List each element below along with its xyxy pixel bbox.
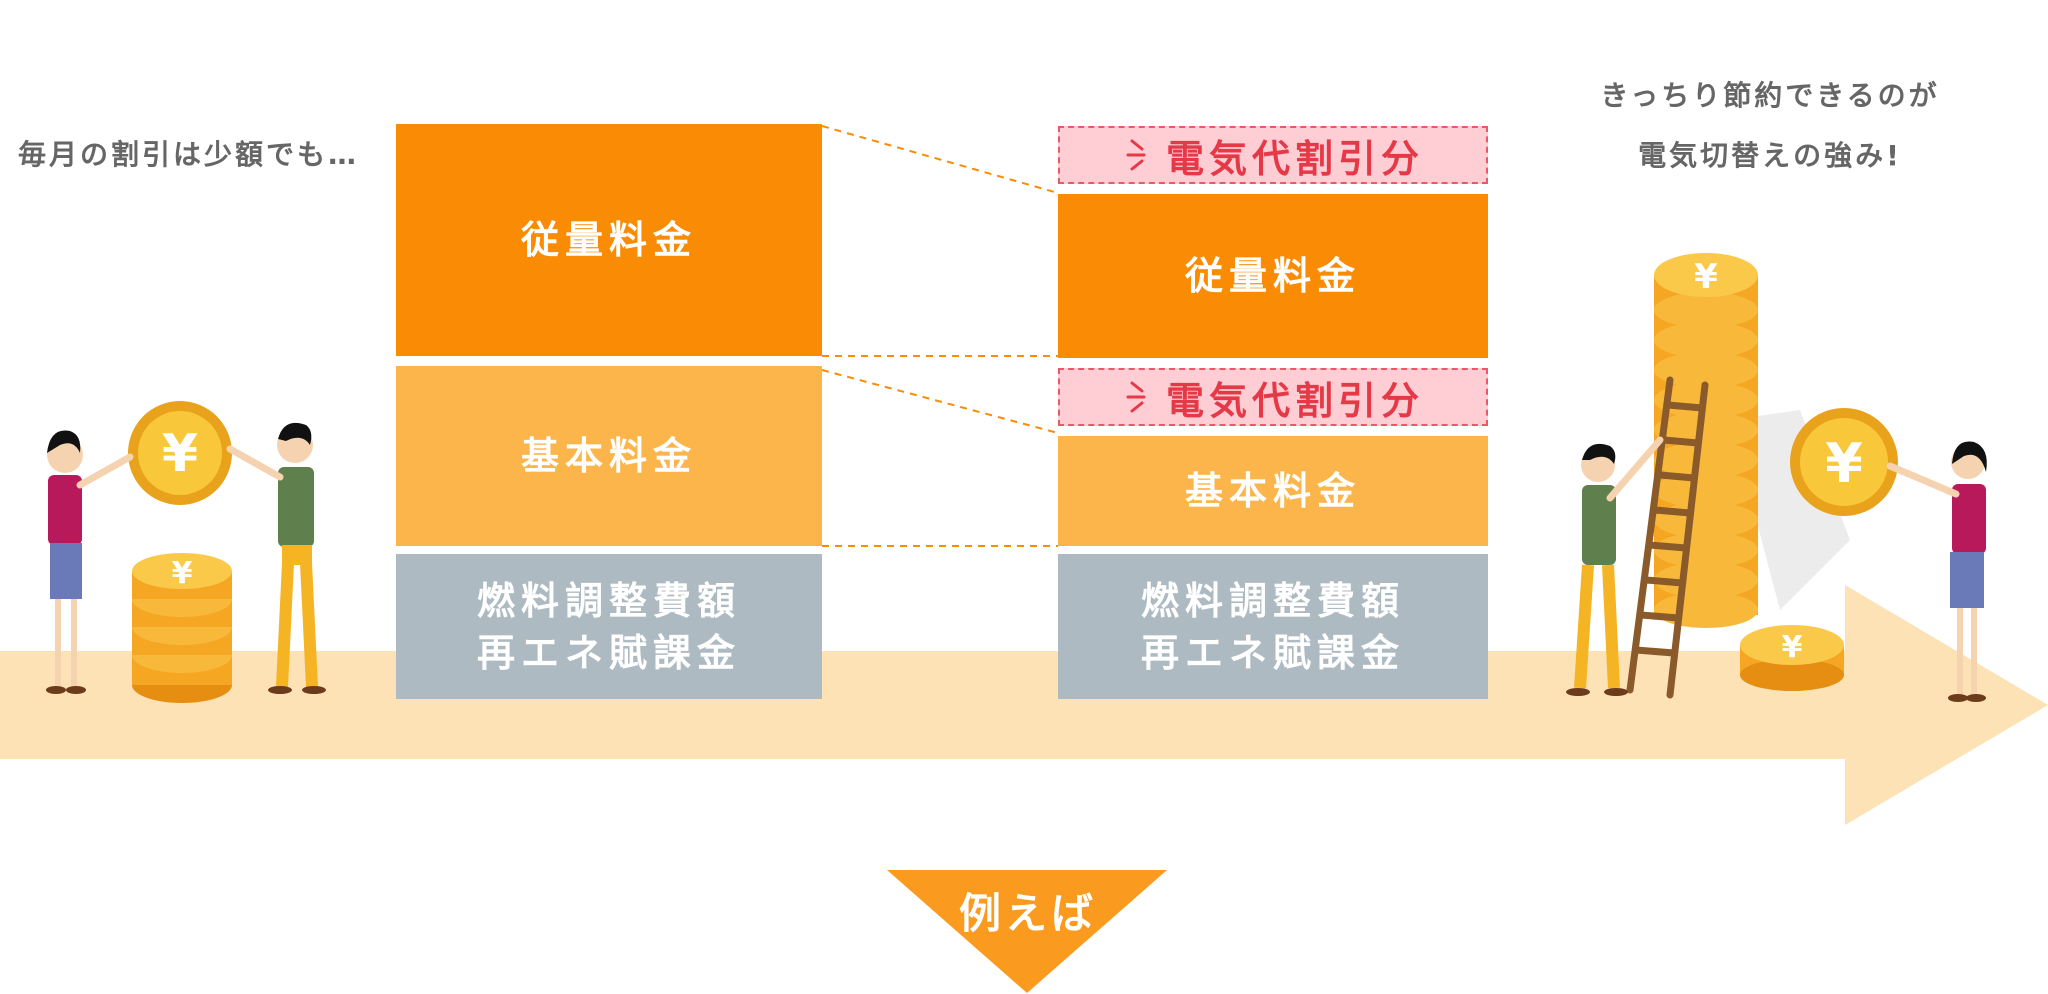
person-icon bbox=[46, 430, 134, 694]
burst-icon bbox=[1126, 381, 1146, 413]
yen-coin-icon: ¥ bbox=[128, 401, 232, 505]
after-basic-label: 基本料金 bbox=[1184, 469, 1361, 513]
right-caption-line2: 電気切替えの強み! bbox=[1638, 139, 1902, 172]
before-other-line1: 燃料調整費額 bbox=[476, 578, 741, 623]
after-usage-charge: 従量料金 bbox=[1058, 194, 1488, 358]
before-basic-label: 基本料金 bbox=[520, 434, 697, 478]
after-other-charges: 燃料調整費額 再エネ賦課金 bbox=[1058, 554, 1488, 699]
right-illustration: ¥ ¥ ¥ bbox=[1566, 253, 1987, 702]
right-caption-line1: きっちり節約できるのが bbox=[1600, 79, 1940, 112]
after-discount-top: 電気代割引分 bbox=[1058, 126, 1488, 184]
person-icon bbox=[1886, 441, 1987, 702]
footer-example-label: 例えば bbox=[958, 889, 1097, 938]
svg-text:¥: ¥ bbox=[162, 424, 198, 484]
right-caption: きっちり節約できるのが 電気切替えの強み! bbox=[1580, 66, 1960, 186]
after-other-line1: 燃料調整費額 bbox=[1140, 578, 1405, 623]
after-discount-mid-label: 電気代割引分 bbox=[1165, 378, 1424, 423]
before-basic-charge: 基本料金 bbox=[396, 366, 822, 546]
footer-triangle bbox=[887, 870, 1167, 993]
before-usage-charge: 従量料金 bbox=[396, 124, 822, 356]
before-other-line2: 再エネ賦課金 bbox=[476, 630, 741, 675]
after-discount-mid: 電気代割引分 bbox=[1058, 368, 1488, 426]
after-basic-charge: 基本料金 bbox=[1058, 436, 1488, 546]
coin-stack-icon: ¥ bbox=[132, 553, 232, 703]
svg-text:¥: ¥ bbox=[1694, 257, 1718, 297]
before-usage-label: 従量料金 bbox=[520, 218, 697, 262]
connector-lines bbox=[821, 125, 1059, 547]
svg-text:¥: ¥ bbox=[172, 556, 193, 591]
ladder-icon bbox=[1626, 376, 1709, 699]
after-usage-label: 従量料金 bbox=[1184, 254, 1361, 298]
coin-stack-icon: ¥ bbox=[1740, 625, 1844, 691]
after-other-line2: 再エネ賦課金 bbox=[1140, 630, 1405, 675]
burst-icon bbox=[1126, 139, 1146, 171]
svg-text:¥: ¥ bbox=[1825, 432, 1863, 495]
person-icon bbox=[1566, 436, 1664, 696]
after-discount-top-label: 電気代割引分 bbox=[1165, 136, 1424, 181]
left-illustration: ¥ ¥ bbox=[46, 401, 326, 703]
before-other-charges: 燃料調整費額 再エネ賦課金 bbox=[396, 554, 822, 699]
yen-coin-icon: ¥ bbox=[1790, 408, 1898, 516]
svg-text:¥: ¥ bbox=[1782, 630, 1803, 665]
left-caption: 毎月の割引は少額でも… bbox=[18, 138, 360, 171]
person-icon bbox=[226, 422, 326, 694]
